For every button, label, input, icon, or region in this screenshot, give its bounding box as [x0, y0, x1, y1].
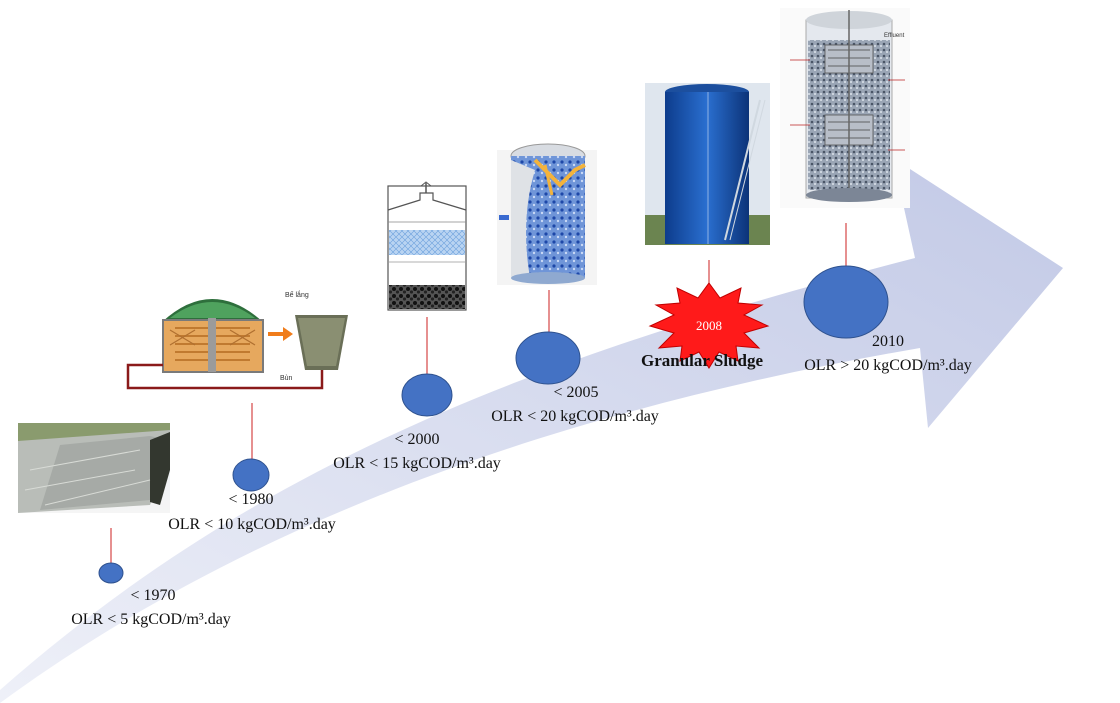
digester-diagram	[126, 299, 348, 390]
growth-arrow	[0, 158, 1063, 703]
olr-label-2000: OLR < 15 kgCOD/m³.day	[333, 455, 501, 472]
year-label-1970: < 1970	[130, 587, 175, 604]
year-label-2010: 2010	[872, 333, 904, 350]
year-label-2005: < 2005	[553, 384, 598, 401]
ic-reactor-cutaway	[780, 8, 910, 208]
year-label-1980: < 1980	[228, 491, 273, 508]
olr-label-1970: OLR < 5 kgCOD/m³.day	[71, 611, 231, 628]
covered-lagoon-photo	[18, 423, 170, 513]
effluent-label: Effluent	[884, 33, 905, 39]
year-label-2000: < 2000	[394, 431, 439, 448]
egsb-reactor-render	[497, 143, 597, 285]
event-year: 2008	[696, 318, 722, 333]
ic-reactor-tower-photo	[645, 83, 770, 245]
milestone-dot-1980	[232, 458, 270, 492]
uasb-schematic	[387, 181, 467, 311]
milestone-dot-2005	[515, 331, 581, 385]
granular-sludge-label: Granular Sludge	[641, 351, 763, 370]
olr-label-1980: OLR < 10 kgCOD/m³.day	[168, 516, 336, 533]
settling-tank-label: Bể lắng	[285, 290, 309, 299]
sludge-label: Bùn	[280, 375, 293, 382]
milestone-dot-1970	[98, 562, 124, 584]
milestone-dot-2000	[401, 373, 453, 417]
olr-label-2010: OLR > 20 kgCOD/m³.day	[804, 357, 972, 374]
granular-sludge-starburst	[648, 282, 770, 369]
milestone-dot-2010	[803, 265, 889, 339]
olr-label-2005: OLR < 20 kgCOD/m³.day	[491, 408, 659, 425]
